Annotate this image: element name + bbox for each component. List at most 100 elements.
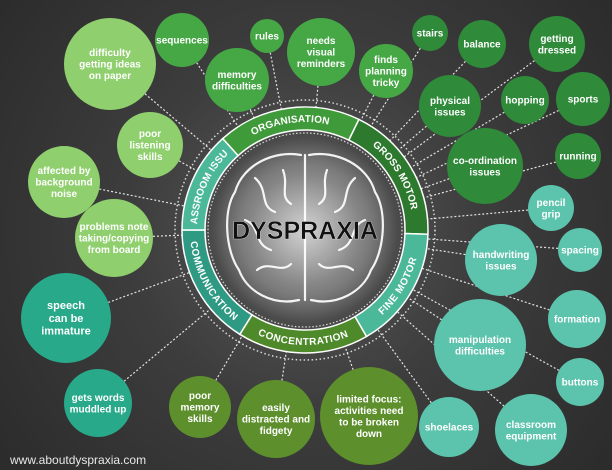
bubble-circle xyxy=(64,369,132,437)
brain-icon xyxy=(226,152,384,303)
bubble-circle xyxy=(237,380,315,458)
bubble-text: can be xyxy=(49,313,84,325)
bubble-circle xyxy=(419,397,479,457)
bubble-hopping: hopping xyxy=(501,76,549,124)
bubble-text: dressed xyxy=(538,45,576,56)
bubble-text: needs xyxy=(307,36,336,47)
brain-fold xyxy=(317,168,329,206)
bubble-text: poor xyxy=(139,129,161,140)
bubble-text: hopping xyxy=(505,96,544,107)
bubble-text: from board xyxy=(88,245,141,256)
connector-needs-visual-reminders xyxy=(315,85,319,108)
bubble-text: issues xyxy=(485,261,517,272)
bubble-text: distracted and xyxy=(242,415,310,426)
bubble-circle xyxy=(287,18,355,86)
bubble-circle xyxy=(205,48,269,112)
bubble-text: sports xyxy=(568,95,599,106)
bubble-text: difficulties xyxy=(212,81,262,92)
bubble-circle xyxy=(28,146,100,218)
bubble-text: rules xyxy=(255,32,279,43)
bubble-text: speech xyxy=(47,300,85,312)
bubble-text: spacing xyxy=(561,246,599,257)
bubble-text: skills xyxy=(137,152,162,163)
ring-inner-dots xyxy=(207,132,403,328)
bubble-formation: formation xyxy=(548,290,606,348)
bubble-text: affected by xyxy=(38,166,91,177)
bubble-circle xyxy=(558,228,602,272)
center-hub: DYSPRAXIA xyxy=(211,136,399,324)
ring-outer-dots xyxy=(174,99,436,361)
brain-fold xyxy=(226,152,303,303)
brain-fold xyxy=(307,152,384,303)
bubble-text: muddled up xyxy=(70,404,127,415)
brain-fold xyxy=(243,218,273,252)
bubble-circle xyxy=(556,358,604,406)
connector-limited-focus xyxy=(344,346,354,370)
bubble-text: shoelaces xyxy=(425,423,474,434)
bubble-circle xyxy=(359,44,413,98)
bubble-circle xyxy=(434,299,526,391)
bubble-text: gets words xyxy=(72,393,125,404)
bubble-text: fidgety xyxy=(260,426,293,437)
bubble-text: to be broken xyxy=(339,417,399,428)
bubble-buttons: buttons xyxy=(556,358,604,406)
bubble-text: down xyxy=(356,429,382,440)
bubble-circle xyxy=(458,20,506,68)
bubble-text: balance xyxy=(463,40,501,51)
bubble-text: planning xyxy=(365,67,407,78)
connector-pencil-grip xyxy=(427,209,529,220)
bubble-text: reminders xyxy=(297,59,346,70)
bubble-text: background xyxy=(35,178,92,189)
bubble-text: pencil xyxy=(537,198,566,209)
bubble-text: getting ideas xyxy=(79,60,141,71)
bubble-circle xyxy=(117,112,183,178)
connector-sequences xyxy=(196,62,239,128)
bubble-text: classroom xyxy=(506,420,556,431)
bubble-text: physical xyxy=(430,96,470,107)
bubble-circle xyxy=(447,128,523,204)
bubble-circle xyxy=(556,72,610,126)
bubble-circle xyxy=(501,76,549,124)
bubble-spacing: spacing xyxy=(558,228,602,272)
bubble-circle xyxy=(250,19,284,53)
connector-finds-planning-tricky xyxy=(360,94,375,121)
bubble-circle xyxy=(528,185,574,231)
bubble-circle xyxy=(412,15,448,51)
bubble-circle xyxy=(64,18,156,110)
bubble-text: listening xyxy=(129,141,170,152)
bubble-circle xyxy=(548,290,606,348)
bubble-text: on paper xyxy=(89,71,131,82)
bubble-circle xyxy=(155,13,209,67)
bubble-circle xyxy=(555,133,601,179)
bubble-circle xyxy=(320,367,418,465)
bubble-text: equipment xyxy=(506,431,557,442)
brain-fold xyxy=(253,176,277,214)
bubble-text: grip xyxy=(542,209,561,220)
center-title: DYSPRAXIA xyxy=(232,217,378,245)
connector-co-ordination-issues xyxy=(420,178,450,190)
bubble-circle xyxy=(465,224,537,296)
bubble-text: buttons xyxy=(562,378,599,389)
bubble-text: manipulation xyxy=(449,335,511,346)
bubble-text: poor xyxy=(189,391,211,402)
connector-shoelaces xyxy=(377,328,432,404)
bubble-text: tricky xyxy=(373,78,400,89)
bubble-text: immature xyxy=(41,326,91,338)
bubble-text: visual xyxy=(307,48,336,59)
source-url: www.aboutdyspraxia.com xyxy=(10,453,147,467)
